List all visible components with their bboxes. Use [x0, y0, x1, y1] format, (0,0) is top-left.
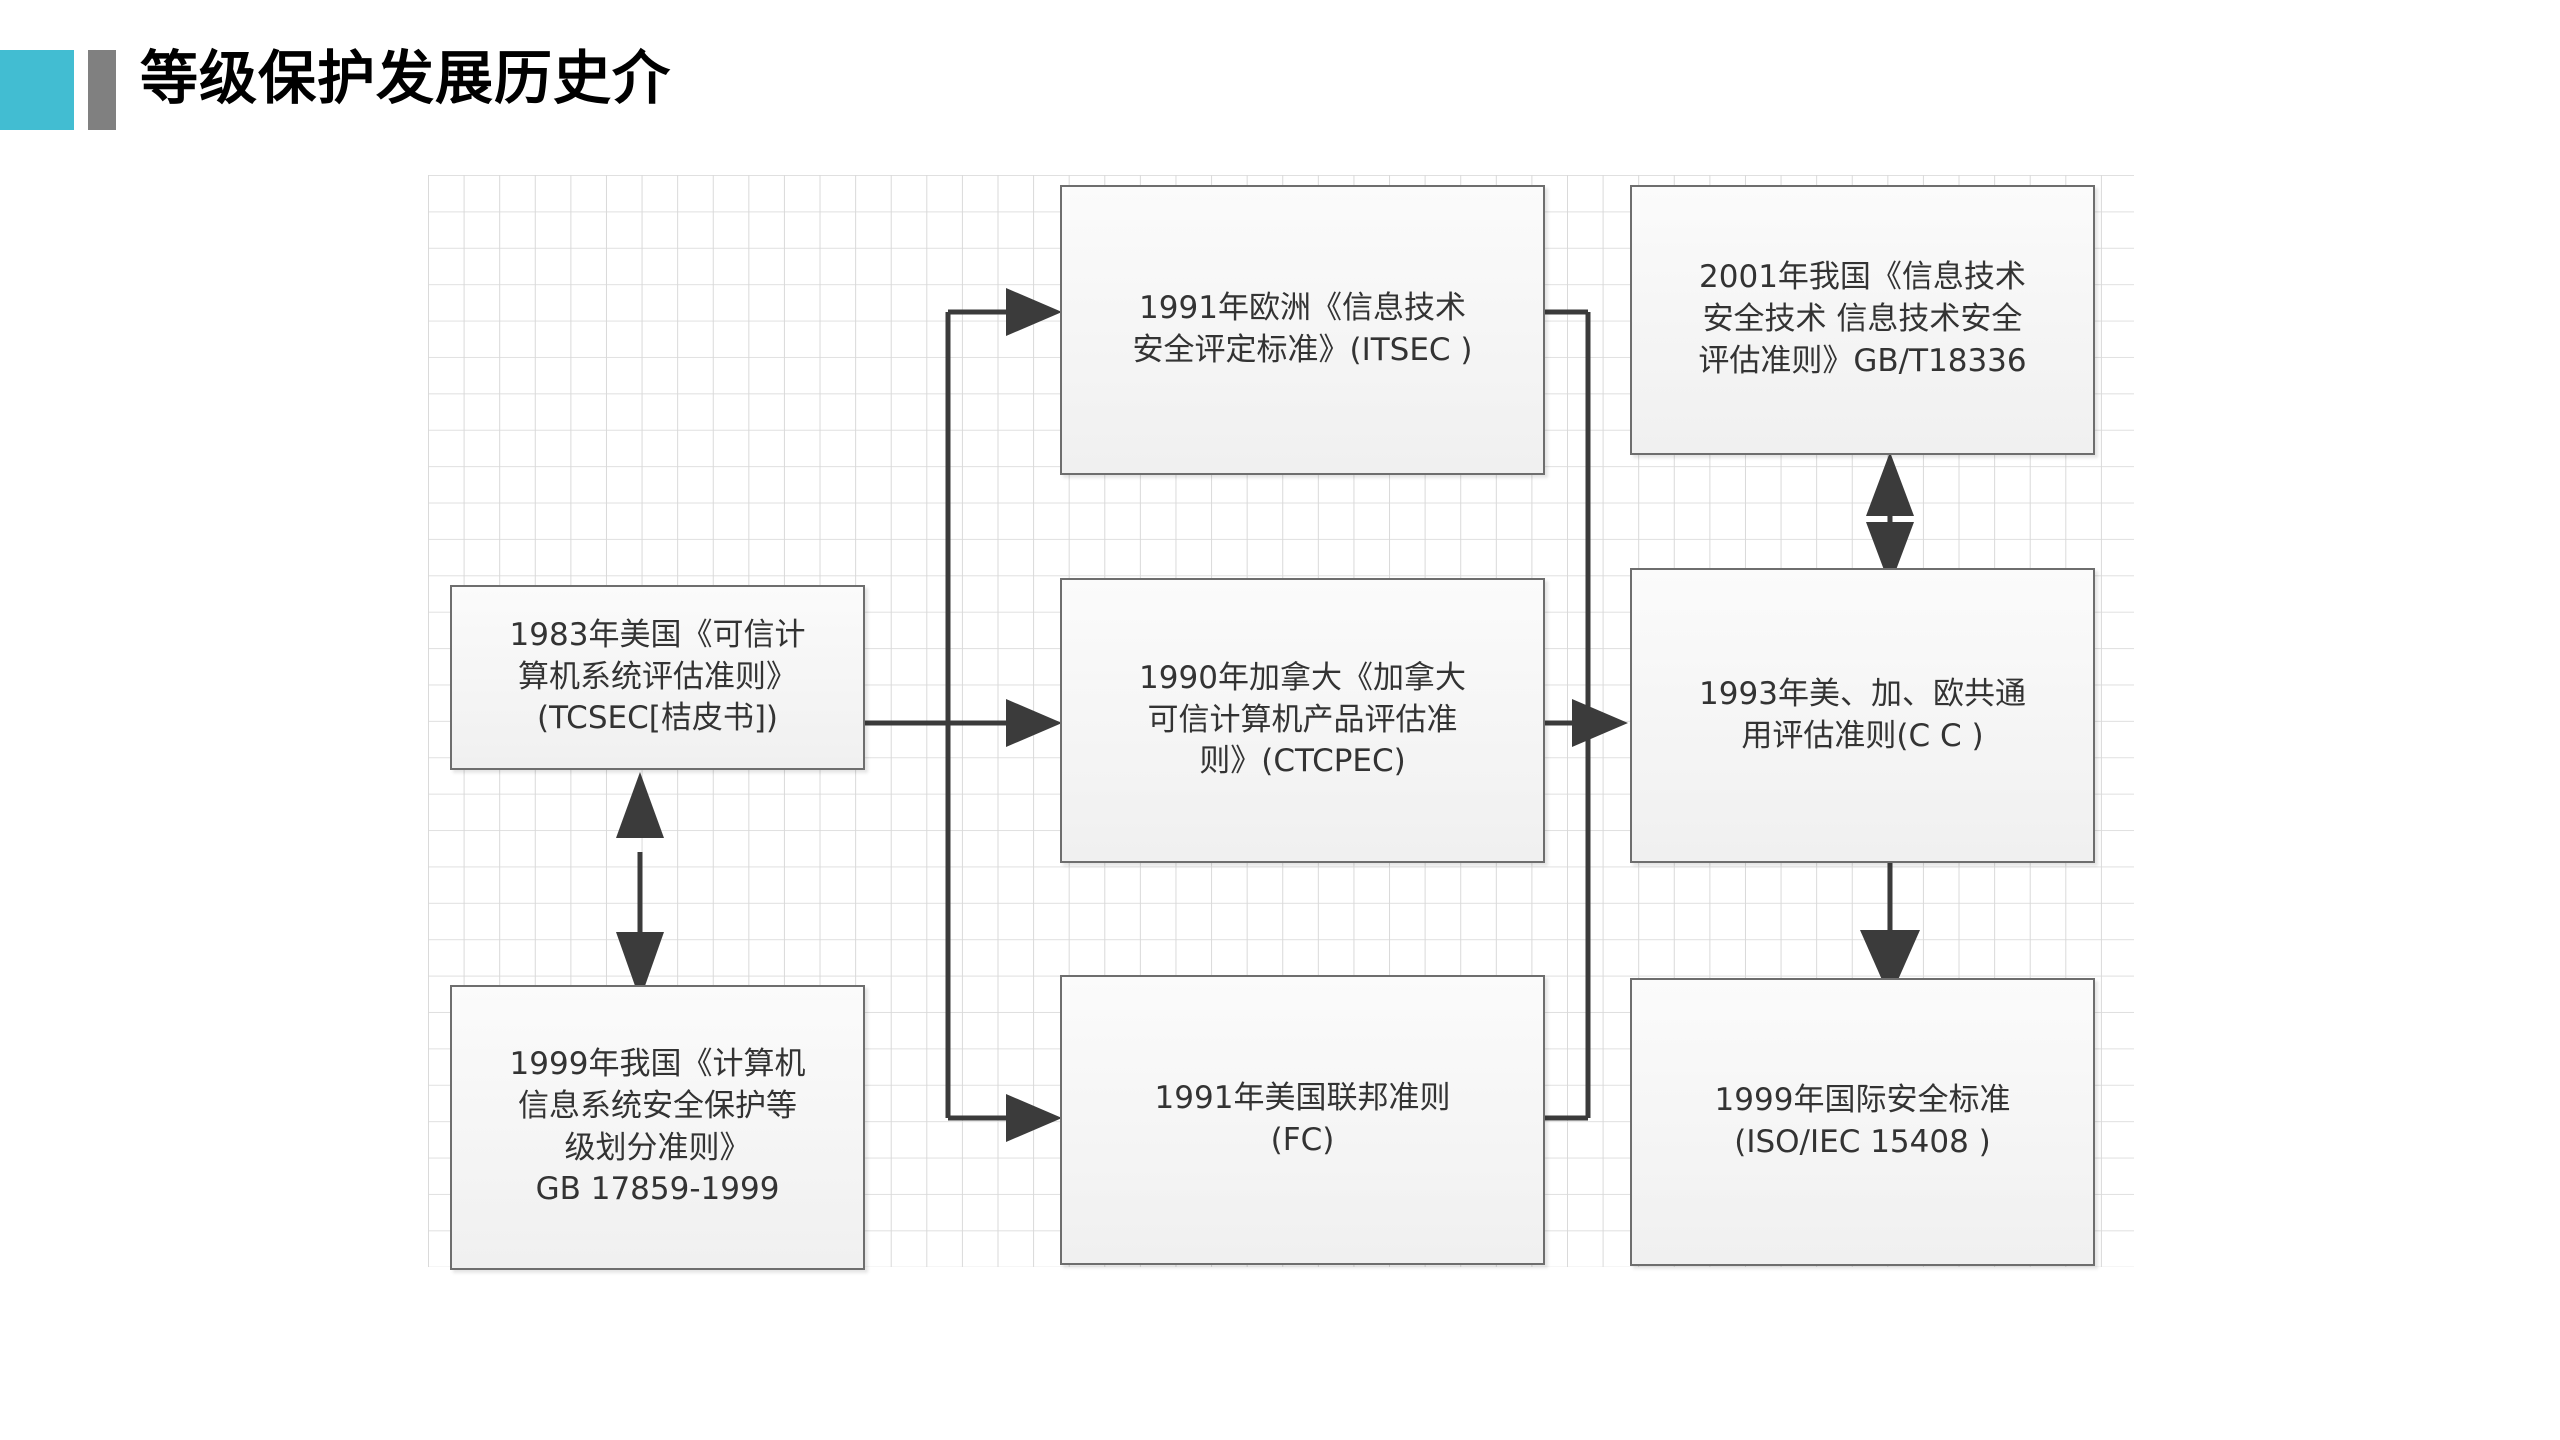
node-fc-label: 1991年美国联邦准则 (FC): [1154, 1080, 1451, 1158]
node-iso[interactable]: 1999年国际安全标准 (ISO/IEC 15408 ): [1630, 978, 2095, 1266]
node-gb17859[interactable]: 1999年我国《计算机 信息系统安全保护等 级划分准则》 GB 17859-19…: [450, 985, 865, 1270]
page-header: 等级保护发展历史介: [0, 0, 2560, 180]
node-iso-label: 1999年国际安全标准 (ISO/IEC 15408 ): [1714, 1082, 2011, 1160]
node-cc[interactable]: 1993年美、加、欧共通 用评估准则(C C ): [1630, 568, 2095, 863]
accent-gray-bar: [88, 50, 116, 130]
node-itsec-label: 1991年欧洲《信息技术 安全评定标准》(ITSEC ): [1132, 290, 1473, 368]
node-ctcpec-label: 1990年加拿大《加拿大 可信计算机产品评估准 则》(CTCPEC): [1139, 659, 1466, 780]
node-tcsec-label: 1983年美国《可信计 算机系统评估准则》 (TCSEC[桔皮书]): [509, 616, 806, 737]
node-fc[interactable]: 1991年美国联邦准则 (FC): [1060, 975, 1545, 1265]
node-gbt18336[interactable]: 2001年我国《信息技术 安全技术 信息技术安全 评估准则》GB/T18336: [1630, 185, 2095, 455]
node-itsec[interactable]: 1991年欧洲《信息技术 安全评定标准》(ITSEC ): [1060, 185, 1545, 475]
node-gbt18336-label: 2001年我国《信息技术 安全技术 信息技术安全 评估准则》GB/T18336: [1698, 259, 2027, 379]
node-cc-label: 1993年美、加、欧共通 用评估准则(C C ): [1699, 675, 2026, 754]
accent-color-block: [0, 50, 74, 130]
node-tcsec[interactable]: 1983年美国《可信计 算机系统评估准则》 (TCSEC[桔皮书]): [450, 585, 865, 770]
page-title: 等级保护发展历史介: [140, 44, 672, 112]
node-ctcpec[interactable]: 1990年加拿大《加拿大 可信计算机产品评估准 则》(CTCPEC): [1060, 578, 1545, 863]
node-gb17859-label: 1999年我国《计算机 信息系统安全保护等 级划分准则》 GB 17859-19…: [509, 1045, 806, 1208]
